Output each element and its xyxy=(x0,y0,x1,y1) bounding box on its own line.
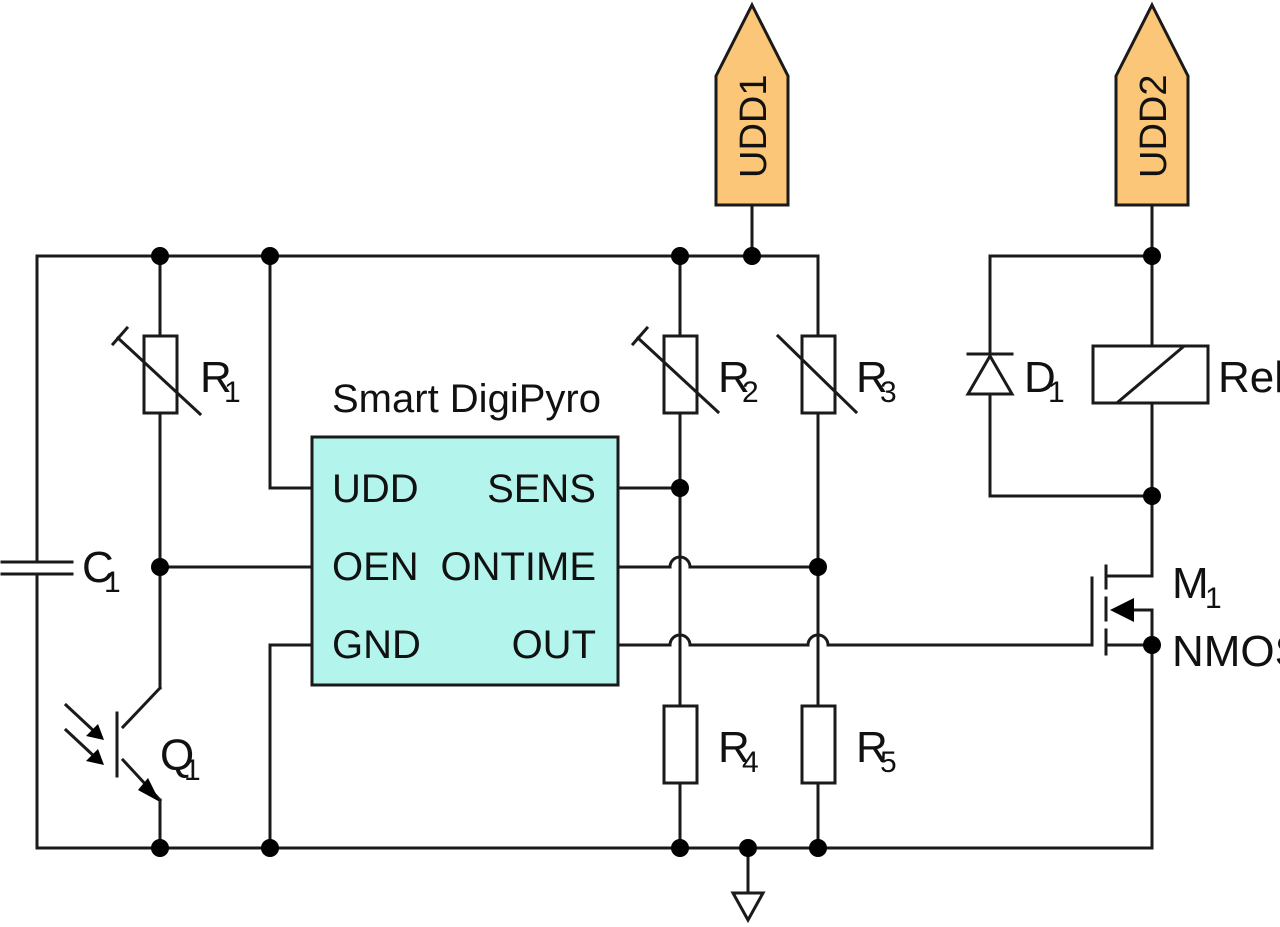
r5-label: R xyxy=(856,723,888,772)
d1-label: D xyxy=(1024,353,1056,402)
junction-dot xyxy=(151,558,169,576)
junction-dot xyxy=(1143,247,1161,265)
junction-dot xyxy=(151,839,169,857)
r3-label: R xyxy=(856,353,888,402)
junction-dot xyxy=(1143,636,1161,654)
supply-udd2-label: UDD2 xyxy=(1133,75,1175,178)
junction-dot xyxy=(151,247,169,265)
d1-subscript: 1 xyxy=(1048,376,1065,409)
junction-dot xyxy=(261,247,279,265)
junction-dot xyxy=(671,839,689,857)
r1-label: R xyxy=(200,353,232,402)
phototransistor-q1: Q 1 xyxy=(63,685,201,850)
r4-subscript: 4 xyxy=(742,746,759,779)
resistor-r3: R 3 xyxy=(775,333,897,415)
pin-udd: UDD xyxy=(332,467,419,511)
pin-out: OUT xyxy=(512,623,596,667)
m1-label: M xyxy=(1172,559,1209,608)
pin-oen: OEN xyxy=(332,545,419,589)
wire-udd xyxy=(268,254,314,490)
bottom-rail xyxy=(35,643,1154,850)
ground-icon xyxy=(730,846,766,924)
r2-subscript: 2 xyxy=(742,376,759,409)
r2-label: R xyxy=(718,353,750,402)
junction-dot xyxy=(809,558,827,576)
junctions xyxy=(151,247,1161,857)
junction-dot xyxy=(261,839,279,857)
pin-sens: SENS xyxy=(487,467,596,511)
c1-label: C xyxy=(82,543,114,592)
pin-ontime: ONTIME xyxy=(440,545,596,589)
supply-udd2: UDD2 xyxy=(1114,1,1190,258)
chip-smart-digipyro: Smart DigiPyro UDD OEN GND SENS ONTIME O… xyxy=(310,377,620,687)
supply-udd1-label: UDD1 xyxy=(733,75,775,178)
rel-label: Rel xyxy=(1218,353,1280,402)
q1-label: Q xyxy=(160,731,194,780)
pin-gnd: GND xyxy=(332,623,421,667)
m1-subscript: 1 xyxy=(1205,582,1222,615)
r4-label: R xyxy=(718,723,750,772)
wire-relay-drain xyxy=(988,494,1154,578)
wire-out xyxy=(616,588,1094,647)
resistor-r2: R 2 xyxy=(630,254,759,415)
junction-dot xyxy=(671,479,689,497)
junction-dot xyxy=(739,839,757,857)
capacitor-c1: C 1 xyxy=(0,518,121,622)
mosfet-m1: M 1 NMOS xyxy=(1090,559,1280,676)
resistor-r4: R 4 xyxy=(662,704,759,850)
r3-subscript: 3 xyxy=(880,376,897,409)
relay-rel: Rel xyxy=(1091,344,1280,498)
chip-title: Smart DigiPyro xyxy=(332,377,601,421)
wire-ontime xyxy=(616,555,820,569)
r5-subscript: 5 xyxy=(880,746,897,779)
junction-dot xyxy=(809,839,827,857)
chip-body xyxy=(310,435,620,687)
wire-gnd xyxy=(268,643,314,850)
junction-dot xyxy=(1143,487,1161,505)
c1-subscript: 1 xyxy=(104,566,121,599)
junction-dot xyxy=(671,247,689,265)
diode-d1: D 1 xyxy=(965,352,1065,409)
q1-subscript: 1 xyxy=(184,754,201,787)
r1-subscript: 1 xyxy=(224,376,241,409)
supply-udd1: UDD1 xyxy=(714,1,790,258)
m1-type-label: NMOS xyxy=(1172,627,1280,676)
junction-dot xyxy=(743,247,761,265)
resistor-r5: R 5 xyxy=(800,704,897,850)
resistor-r1: R 1 xyxy=(110,254,241,690)
